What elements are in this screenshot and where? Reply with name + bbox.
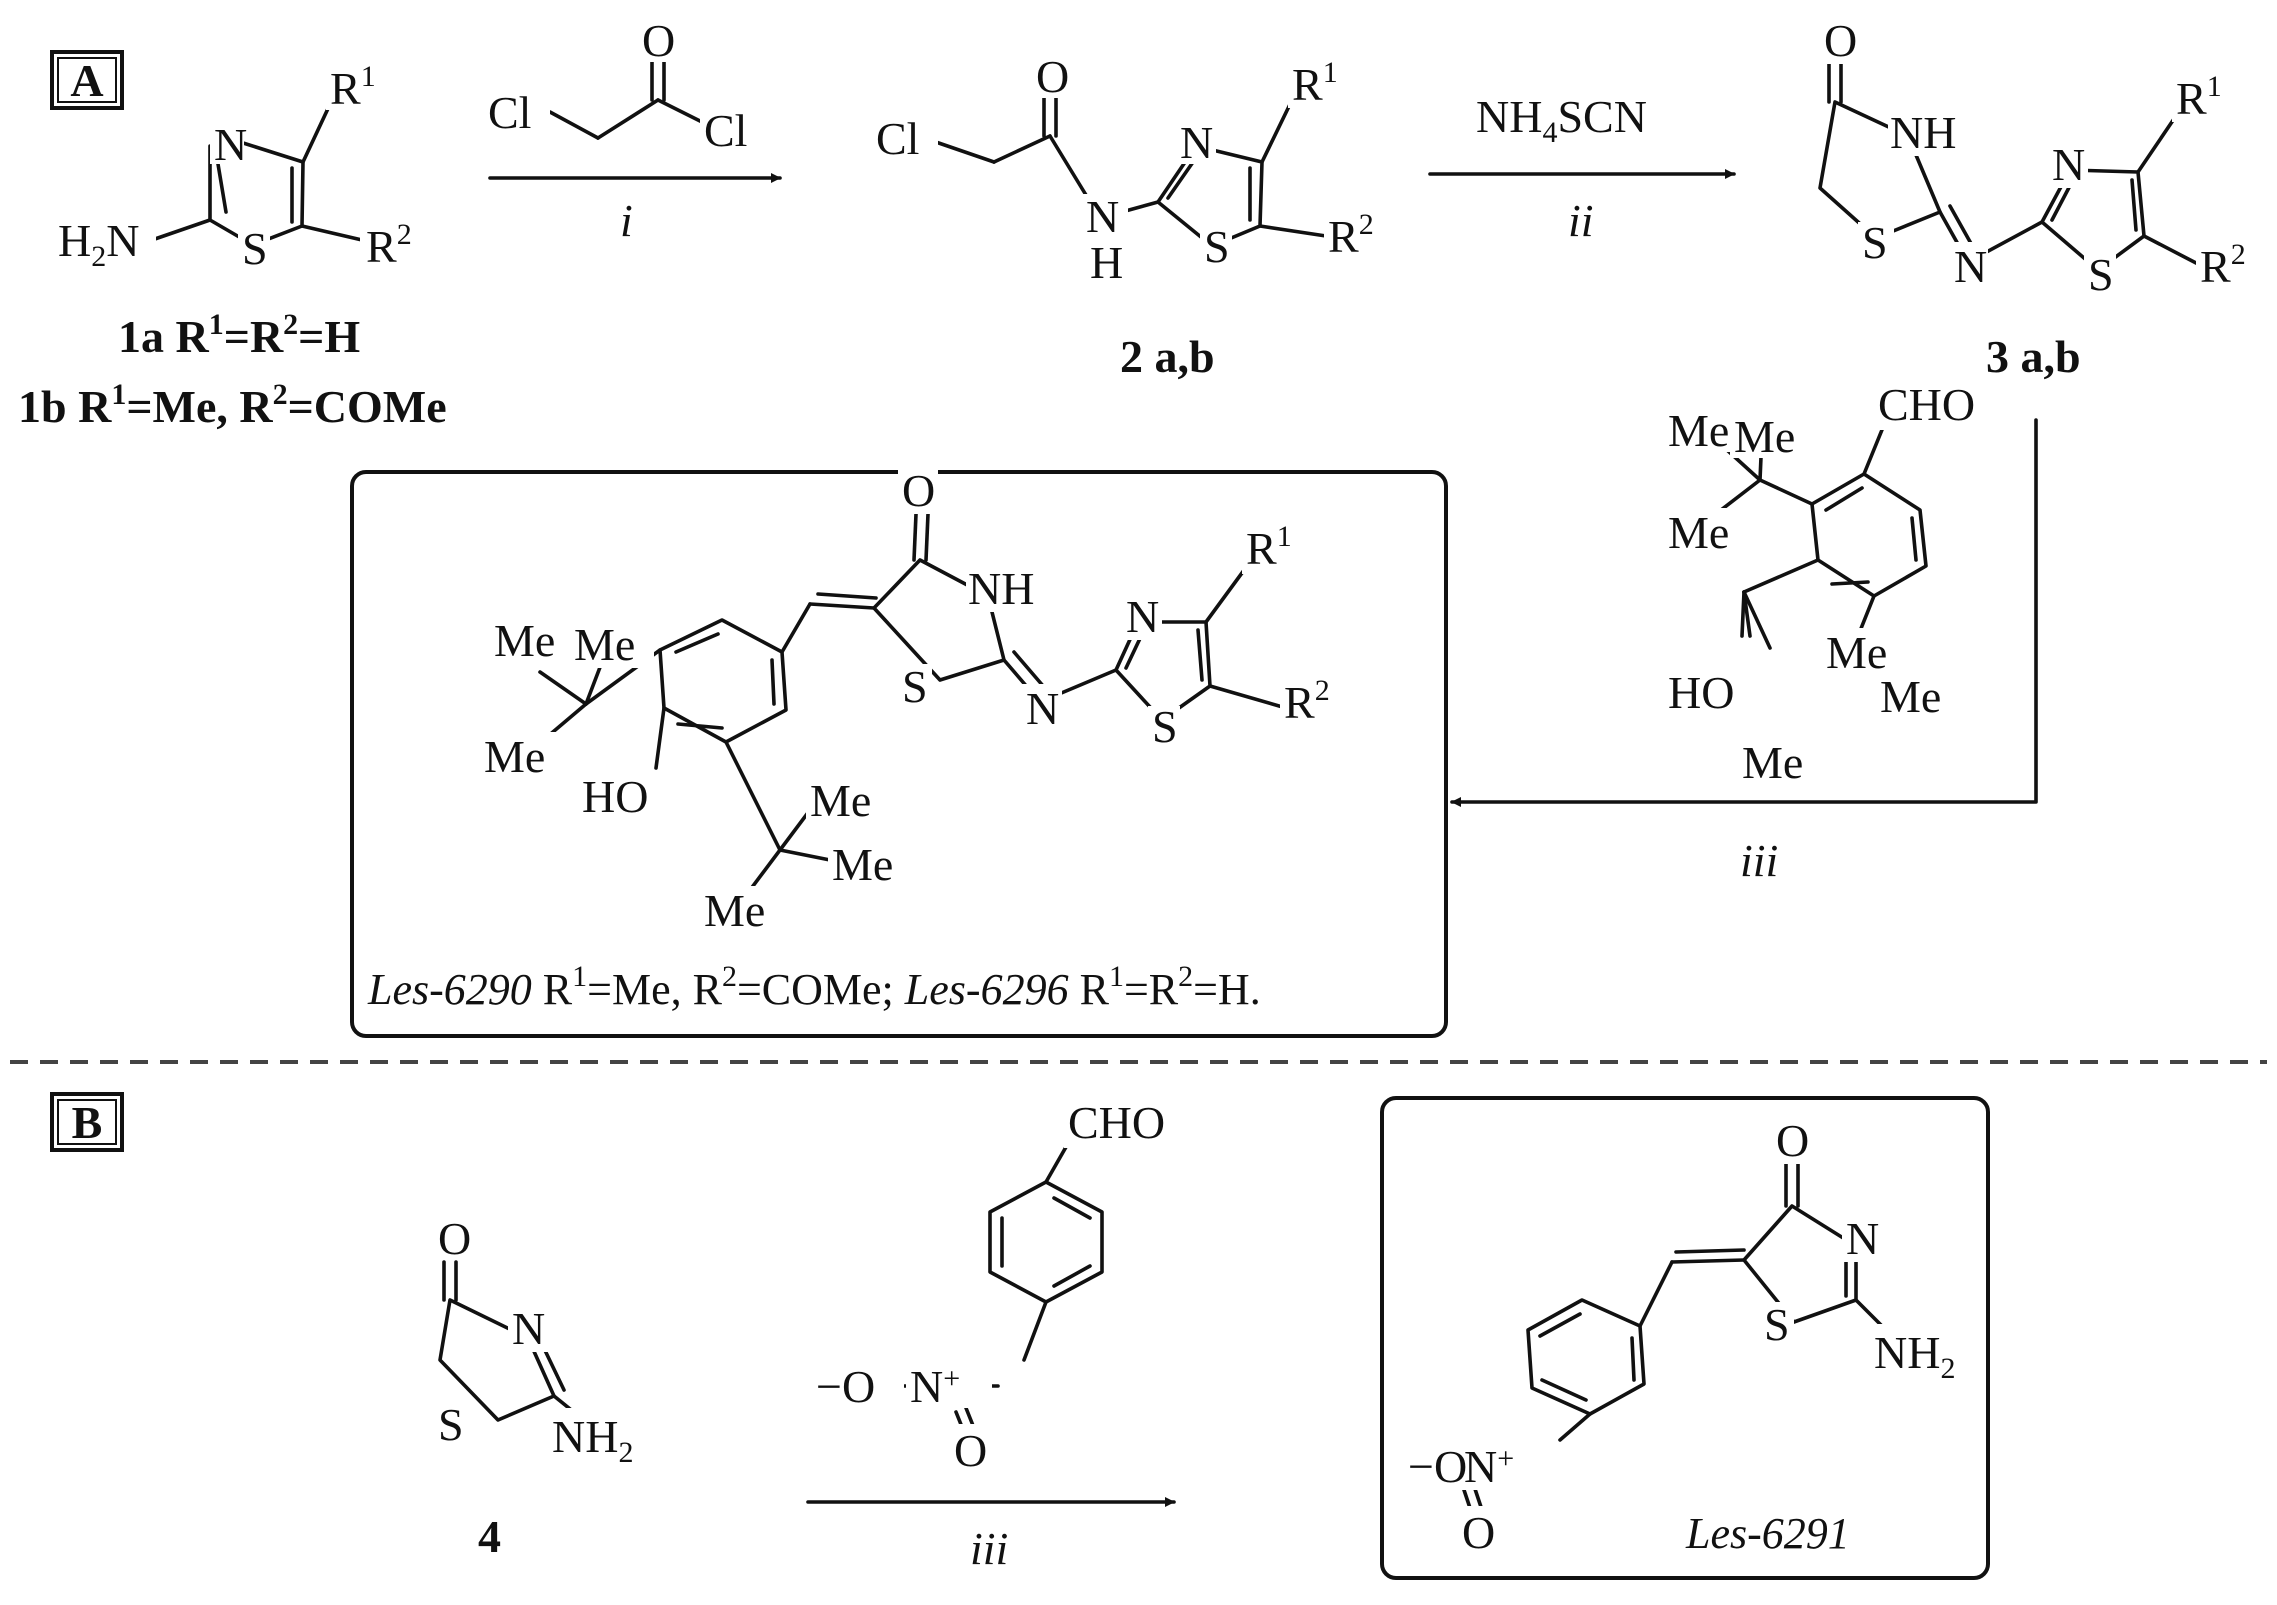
amine-label: NH2 bbox=[1874, 1327, 1955, 1385]
atom-s: S bbox=[438, 1399, 464, 1450]
r1-label: R1 bbox=[1292, 56, 1338, 110]
condition-iii-a: iii bbox=[1740, 835, 1778, 886]
panel-a-label: A bbox=[70, 55, 103, 106]
hydroxy-label: HO bbox=[582, 771, 648, 822]
nitro-n-label: N+ bbox=[910, 1361, 960, 1412]
atom-o: O bbox=[902, 465, 935, 516]
atom-s: S bbox=[902, 661, 928, 712]
r2-label: R2 bbox=[2200, 238, 2246, 292]
product-names-les-6290-6296: Les-6290 R1=Me, R2=COMe; Les-6296 R1=R2=… bbox=[367, 960, 1261, 1014]
r1-label: R1 bbox=[1246, 520, 1292, 574]
compound-2-label: 2 a,b bbox=[1120, 331, 1215, 382]
product-les-6291-structure: O N S NH2 −O N+ O bbox=[1406, 1115, 1982, 1558]
cho-label: CHO bbox=[1068, 1097, 1165, 1148]
r2-label: R2 bbox=[1328, 208, 1374, 262]
methyl-label: Me bbox=[810, 775, 871, 826]
methyl-label: Me bbox=[1826, 627, 1887, 678]
panel-b-tag: B bbox=[50, 1092, 124, 1152]
r1-label: R1 bbox=[2176, 70, 2222, 124]
oxide-label: −O bbox=[816, 1361, 875, 1412]
atom-nh: NH bbox=[968, 563, 1034, 614]
atom-n: N bbox=[1086, 191, 1119, 242]
methyl-label: Me bbox=[484, 731, 545, 782]
hydroxy-label: HO bbox=[1668, 667, 1734, 718]
atom-o: O bbox=[642, 15, 675, 66]
panel-b-label: B bbox=[72, 1097, 103, 1148]
oxide-label: −O bbox=[1408, 1441, 1467, 1492]
atom-s: S bbox=[2088, 249, 2114, 300]
amine-label: H2N bbox=[58, 215, 139, 273]
reagent-nitrobenzaldehyde: CHO −O N+ O bbox=[814, 1097, 1174, 1476]
methyl-label: Me bbox=[1880, 671, 1941, 722]
atom-n: N bbox=[1846, 1213, 1879, 1264]
panel-a-tag: A bbox=[50, 50, 124, 110]
reagent-chloroacetyl-chloride: Cl Cl O bbox=[484, 15, 766, 156]
atom-nh: NH bbox=[1890, 107, 1956, 158]
atom-s: S bbox=[1764, 1299, 1790, 1350]
compound-2-structure: Cl O N H N S R1 R2 bbox=[872, 50, 1396, 288]
atom-o: O bbox=[1824, 15, 1857, 66]
atom-o: O bbox=[954, 1425, 987, 1476]
atom-n: N bbox=[1126, 591, 1159, 642]
atom-n: N bbox=[214, 119, 247, 170]
atom-s: S bbox=[1152, 701, 1178, 752]
condition-i: i bbox=[620, 195, 633, 246]
compound-1b-label: 1b R1=Me, R2=COMe bbox=[18, 378, 447, 432]
methyl-label: Me bbox=[1668, 507, 1729, 558]
atom-n: N bbox=[1026, 683, 1059, 734]
nitro-n-label: N+ bbox=[1464, 1441, 1514, 1492]
atom-s: S bbox=[1862, 217, 1888, 268]
atom-cl: Cl bbox=[488, 87, 531, 138]
methyl-label: Me bbox=[832, 839, 893, 890]
compound-4-structure: O N S NH2 bbox=[434, 1212, 658, 1469]
reagent-nh4scn: NH4SCN bbox=[1476, 91, 1647, 149]
product-les-6290-6296-structure: O NH S N N S R1 R2 Me Me Me HO Me Me Me bbox=[480, 465, 1354, 936]
atom-o: O bbox=[438, 1213, 471, 1264]
atom-s: S bbox=[1204, 221, 1230, 272]
atom-n: N bbox=[1180, 117, 1213, 168]
compound-3-label: 3 a,b bbox=[1986, 331, 2081, 382]
atom-h: H bbox=[1090, 237, 1123, 288]
reagent-hydroxybenzaldehyde: CHO Me Me Me HO Me Me Me bbox=[1664, 379, 1984, 788]
methyl-label: Me bbox=[494, 615, 555, 666]
product-name-les-6291: Les-6291 bbox=[1685, 1509, 1850, 1558]
condition-ii: ii bbox=[1568, 195, 1594, 246]
atom-o: O bbox=[1776, 1115, 1809, 1166]
atom-n: N bbox=[512, 1303, 545, 1354]
methyl-label: Me bbox=[1742, 737, 1803, 788]
atom-o: O bbox=[1036, 51, 1069, 102]
compound-3-structure: O NH S N N S R1 R2 bbox=[1818, 15, 2272, 300]
methyl-label: Me bbox=[1668, 405, 1729, 456]
methyl-label: Me bbox=[574, 619, 635, 670]
compound-4-label: 4 bbox=[478, 1511, 501, 1562]
cho-label: CHO bbox=[1878, 379, 1975, 430]
atom-cl: Cl bbox=[704, 105, 747, 156]
amine-label: NH2 bbox=[552, 1411, 633, 1469]
methyl-label: Me bbox=[704, 885, 765, 936]
compound-1-structure: N S H2N R1 R2 bbox=[56, 60, 432, 274]
atom-o: O bbox=[1462, 1507, 1495, 1558]
atom-n: N bbox=[1954, 241, 1987, 292]
condition-iii-b: iii bbox=[970, 1523, 1008, 1574]
compound-1a-label: 1a R1=R2=H bbox=[118, 308, 360, 362]
r2-label: R2 bbox=[1284, 674, 1330, 728]
r1-label: R1 bbox=[330, 60, 376, 114]
atom-n: N bbox=[2052, 139, 2085, 190]
reaction-arrow-iii-a bbox=[1450, 418, 2038, 807]
methyl-label: Me bbox=[1734, 411, 1795, 462]
r2-label: R2 bbox=[366, 218, 412, 272]
atom-s: S bbox=[242, 223, 268, 274]
atom-cl: Cl bbox=[876, 113, 919, 164]
